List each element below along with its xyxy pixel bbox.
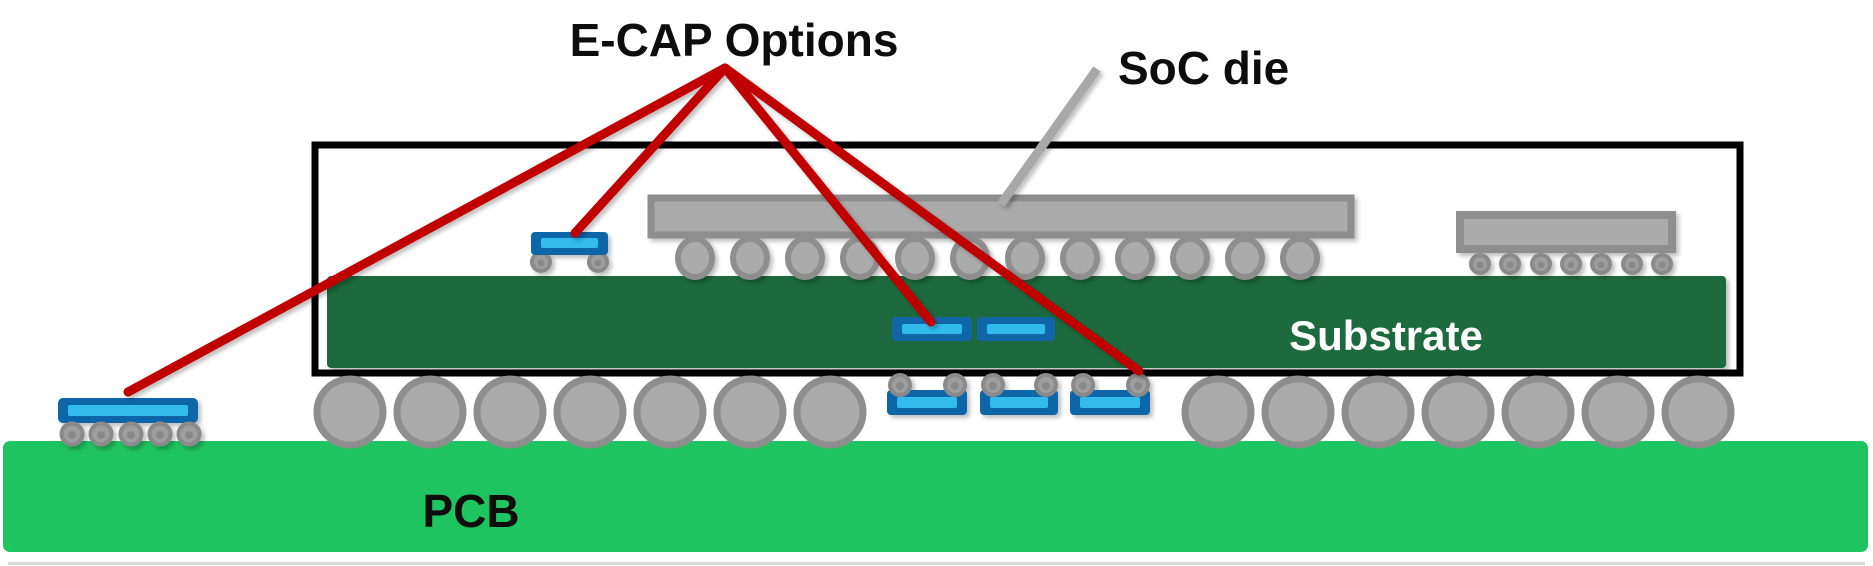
ecap-electrode [990,397,1048,408]
bga-balls-left [313,375,867,449]
leader-line-to-embedded-cap [720,63,936,327]
soc-die [647,194,1355,239]
ecap-pcb-balls [59,421,202,447]
soc-die-pointer-line [997,66,1101,207]
ecap-electrode [68,405,188,416]
ecap-electrode [541,238,598,248]
leader-line-to-substrate-top-cap [570,63,730,238]
ecap-embedded-2 [977,317,1055,341]
ecap-options-label: E-CAP Options [570,14,899,66]
ecap-landside-2 [980,373,1058,415]
ecap-electrode [987,324,1045,334]
pcb-board [3,441,1868,552]
ecap-landside-3 [1070,373,1150,415]
ecap-embedded-1 [892,317,972,341]
ecap-leader-lines [123,63,1144,397]
bga-balls-right [1181,375,1735,449]
pcb-label: PCB [422,485,519,537]
companion-die [1456,211,1676,253]
ecap-on-substrate [530,232,609,273]
soc-die-label: SoC die [1118,42,1289,94]
soc-die-group [647,194,1355,280]
leader-line-to-pcb-cap [123,63,730,397]
ecap-electrode [902,324,962,334]
package-outline [311,141,1744,377]
leader-line-to-landside-cap [720,63,1144,376]
ecap-on-pcb [58,398,202,447]
ecap-landside-1 [887,373,967,415]
ecap-electrode [1080,397,1140,408]
ecap-electrode [897,397,957,408]
substrate-label: Substrate [1289,312,1483,359]
companion-die-group [1456,211,1676,275]
companion-die-bumps [1469,253,1673,275]
baseline-rule [8,562,1865,565]
soc-die-microbumps [675,236,1320,280]
